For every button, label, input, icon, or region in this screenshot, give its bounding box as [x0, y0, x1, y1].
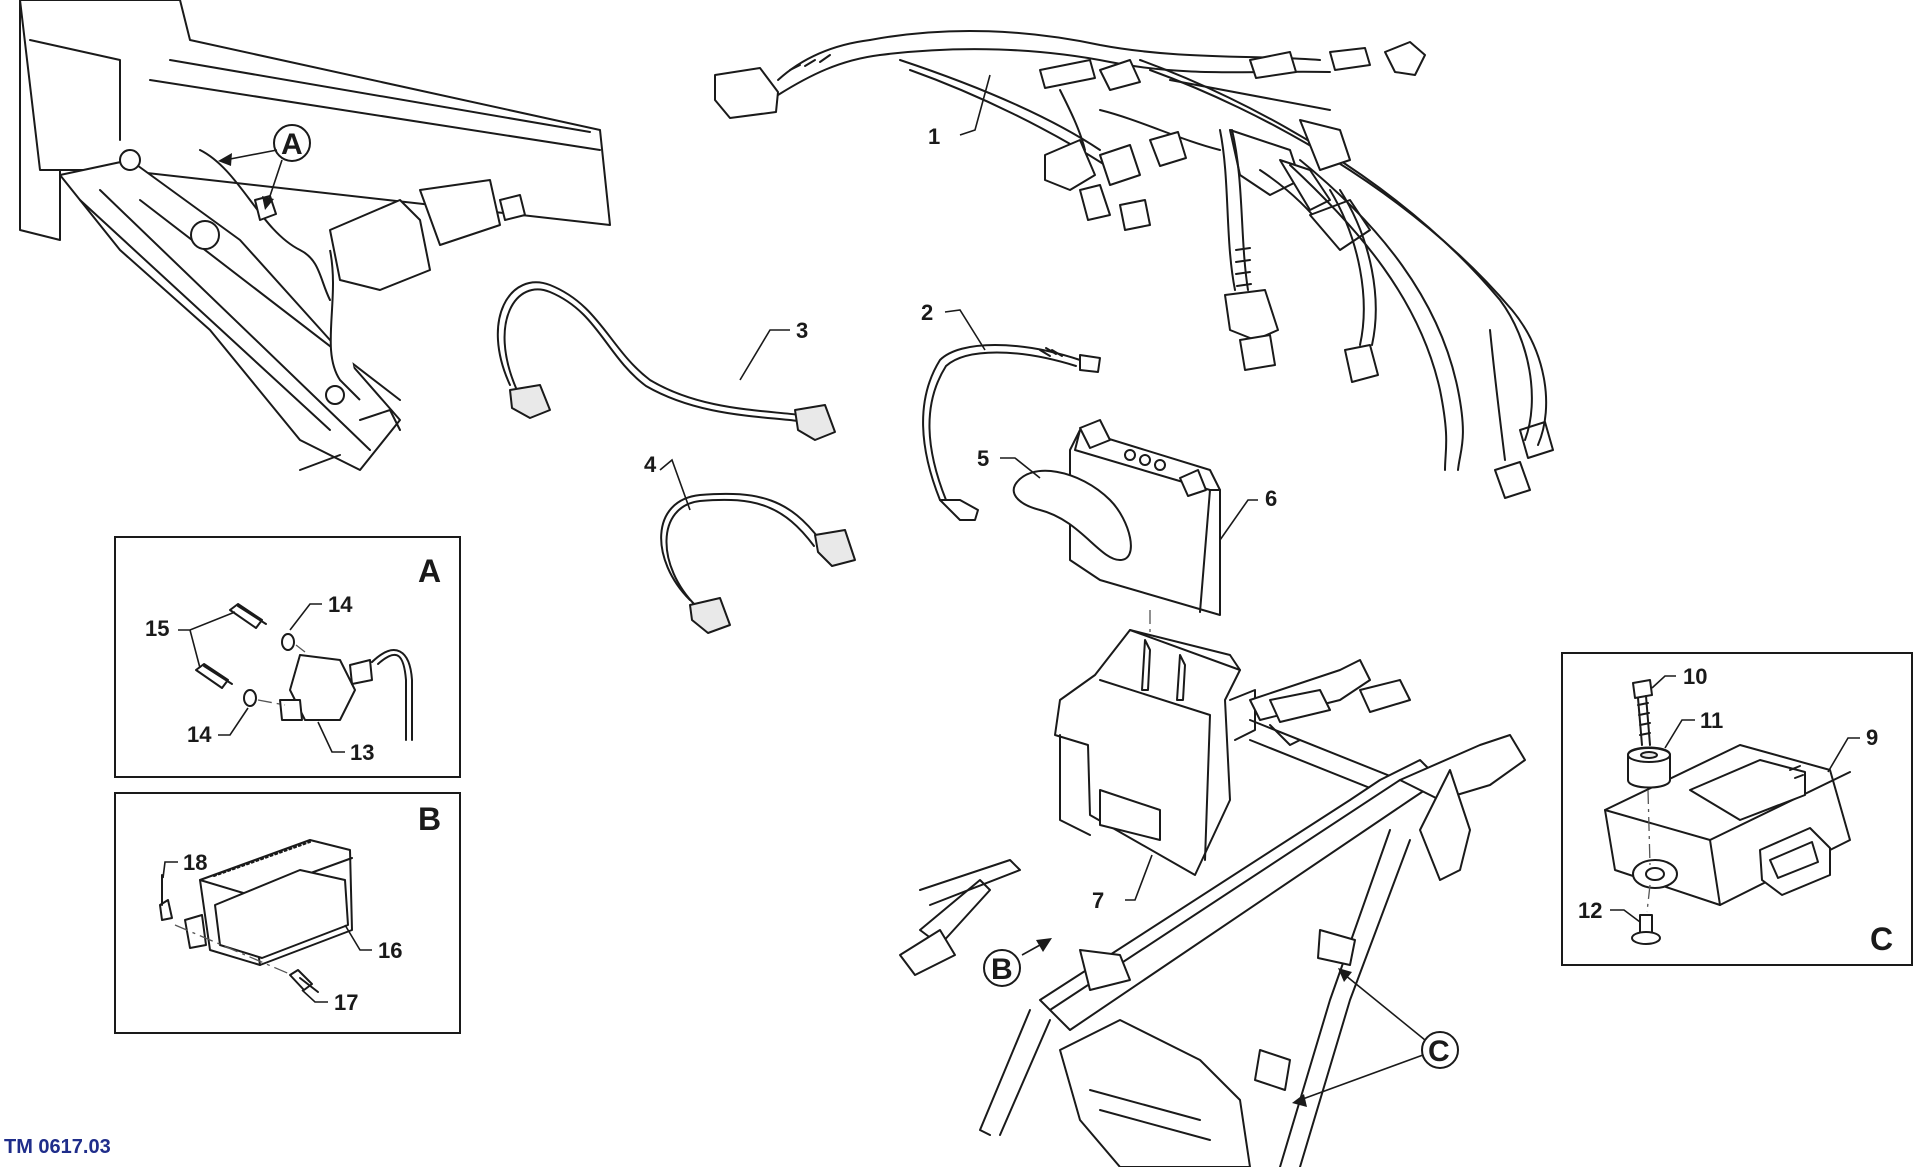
callout-7-leader — [1125, 854, 1153, 901]
detail-box-c: C — [1561, 652, 1913, 966]
main-wiring-harness — [714, 29, 1554, 499]
detail-b-locator: B — [983, 938, 1052, 987]
callout-13-leader — [317, 721, 345, 753]
detail-label-b: B — [418, 801, 441, 837]
detail-box-b: B — [114, 792, 461, 1034]
callout-3: 3 — [796, 318, 808, 343]
callout-6: 6 — [1265, 486, 1277, 511]
callout-12: 12 — [1578, 898, 1602, 923]
callout-15-leader — [178, 611, 236, 669]
svg-text:A: A — [281, 128, 303, 161]
callout-6-leader — [1219, 499, 1258, 541]
callout-10-leader — [1651, 675, 1676, 689]
callout-18: 18 — [183, 850, 207, 875]
callout-11: 11 — [1700, 708, 1723, 733]
detail-c-locator: C — [1292, 968, 1459, 1107]
callout-9-leader — [1827, 737, 1860, 773]
cable-2 — [922, 344, 1101, 521]
callout-2: 2 — [921, 300, 933, 325]
callout-3-leader — [739, 329, 790, 381]
callout-5-leader — [1000, 457, 1041, 479]
callout-4-leader — [659, 458, 691, 511]
callout-4: 4 — [644, 452, 657, 477]
cable-3 — [496, 281, 836, 441]
callout-15: 15 — [145, 616, 169, 641]
callout-14-bottom: 14 — [187, 722, 212, 747]
document-code: TM 0617.03 — [4, 1136, 111, 1158]
callout-18-leader — [162, 861, 178, 879]
cable-4 — [660, 492, 856, 634]
detail-label-c: C — [1870, 921, 1893, 957]
callout-11-leader — [1664, 719, 1695, 749]
callout-7: 7 — [1092, 888, 1104, 913]
frame-front-section — [19, 0, 611, 471]
callout-12-leader — [1610, 909, 1641, 923]
callout-17-leader — [301, 989, 328, 1003]
battery — [1069, 419, 1221, 616]
svg-text:B: B — [991, 953, 1013, 986]
callout-2-leader — [944, 309, 986, 351]
frame-rear-section — [899, 659, 1526, 1167]
callout-1-leader — [959, 74, 991, 136]
detail-label-a: A — [418, 553, 441, 589]
callout-16-leader — [344, 924, 372, 951]
callout-5: 5 — [977, 446, 989, 471]
callout-14b-leader — [218, 707, 249, 736]
callout-1: 1 — [928, 124, 940, 149]
callout-14a-leader — [289, 603, 322, 631]
callout-9: 9 — [1866, 725, 1878, 750]
callout-10: 10 — [1683, 664, 1707, 689]
callout-16: 16 — [378, 938, 402, 963]
callout-13: 13 — [350, 740, 374, 765]
callout-14-top: 14 — [328, 592, 353, 617]
detail-box-a: A — [114, 536, 461, 778]
battery-tray — [1054, 629, 1256, 876]
detail-a-locator: A — [218, 124, 311, 210]
battery-strap — [1012, 469, 1132, 561]
callout-17: 17 — [334, 990, 358, 1015]
svg-text:C: C — [1428, 1035, 1450, 1068]
